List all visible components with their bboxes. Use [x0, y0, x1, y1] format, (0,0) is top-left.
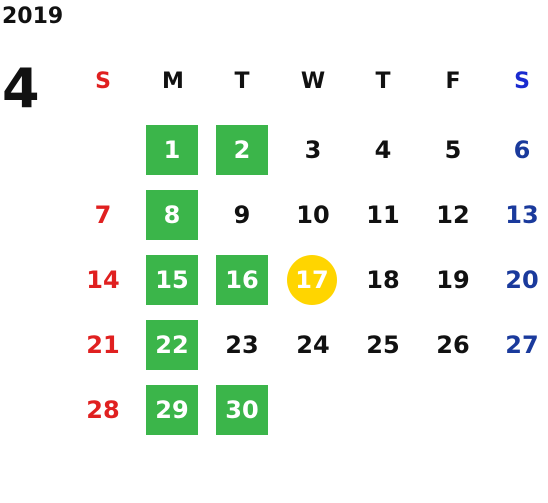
- day-cell[interactable]: 1: [146, 125, 198, 175]
- day-cell[interactable]: 22: [146, 320, 198, 370]
- day-cell[interactable]: 28: [86, 396, 120, 424]
- day-cell[interactable]: 5: [444, 136, 462, 164]
- day-cell[interactable]: 9: [233, 201, 251, 229]
- day-cell[interactable]: 12: [436, 201, 470, 229]
- day-cell[interactable]: 6: [513, 136, 531, 164]
- day-cell[interactable]: 30: [216, 385, 268, 435]
- day-cell[interactable]: 25: [366, 331, 400, 359]
- day-cell[interactable]: 2: [216, 125, 268, 175]
- day-cell[interactable]: 29: [146, 385, 198, 435]
- weekday-header-mon: M: [162, 68, 184, 94]
- day-cell[interactable]: 11: [366, 201, 400, 229]
- weekday-header-thu: T: [375, 68, 391, 94]
- day-cell[interactable]: 10: [296, 201, 330, 229]
- day-cell[interactable]: 23: [225, 331, 259, 359]
- weekday-header-fri: F: [445, 68, 461, 94]
- day-cell[interactable]: 4: [374, 136, 392, 164]
- weekday-header-wed: W: [300, 68, 326, 94]
- day-cell[interactable]: 3: [304, 136, 322, 164]
- day-cell[interactable]: 24: [296, 331, 330, 359]
- day-cell[interactable]: 16: [216, 255, 268, 305]
- day-cell[interactable]: 27: [505, 331, 539, 359]
- day-cell[interactable]: 7: [94, 201, 112, 229]
- weekday-header-sun: S: [95, 68, 111, 94]
- day-cell[interactable]: 21: [86, 331, 120, 359]
- day-cell[interactable]: 13: [505, 201, 539, 229]
- day-cell-today[interactable]: 17: [286, 255, 338, 305]
- day-cell[interactable]: 14: [86, 266, 120, 294]
- day-cell[interactable]: 26: [436, 331, 470, 359]
- day-cell[interactable]: 18: [366, 266, 400, 294]
- day-cell[interactable]: 15: [146, 255, 198, 305]
- day-cell[interactable]: 20: [505, 266, 539, 294]
- year-label: 2019: [2, 4, 64, 29]
- day-cell[interactable]: 8: [146, 190, 198, 240]
- month-number: 4: [2, 57, 40, 120]
- weekday-header-tue: T: [234, 68, 250, 94]
- day-cell[interactable]: 19: [436, 266, 470, 294]
- weekday-header-sat: S: [514, 68, 530, 94]
